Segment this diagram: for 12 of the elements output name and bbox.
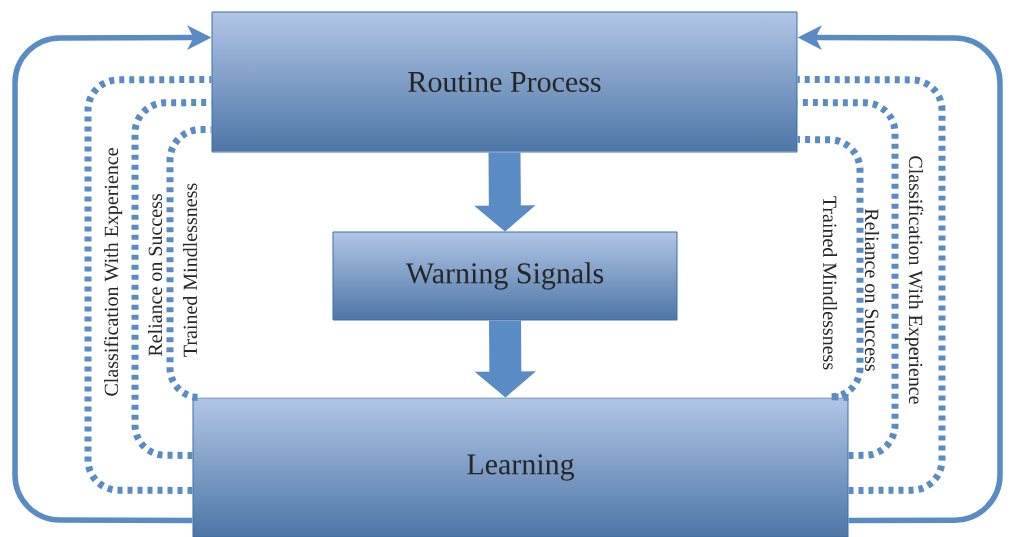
edge-label: Reliance on Success <box>147 194 163 357</box>
edge-label: Classification With Experience <box>103 148 123 396</box>
edge-label: Trained Mindlessness <box>823 196 838 370</box>
process-box: Warning Signals <box>332 231 678 321</box>
edge-label: Trained Mindlessness <box>182 183 198 357</box>
dotted-line <box>797 99 899 459</box>
dotted-line <box>797 76 946 494</box>
edge-label: Reliance on Success <box>865 208 880 371</box>
process-box: Routine Process <box>211 11 798 153</box>
dotted-line <box>797 136 864 401</box>
process-box: Learning <box>192 397 849 537</box>
edge-label: Classification With Experience <box>904 156 924 404</box>
